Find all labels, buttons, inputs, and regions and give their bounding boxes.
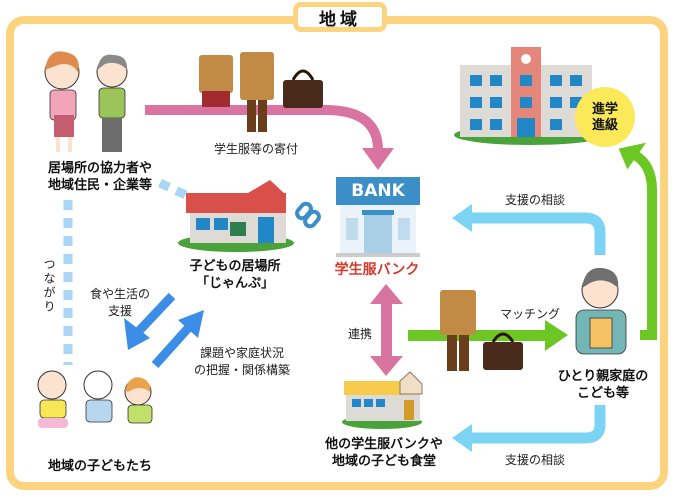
child-illustration <box>575 267 627 355</box>
connection-label: つながり <box>42 258 56 314</box>
ibasho-house-illustration <box>178 180 294 252</box>
matching-arrow <box>408 320 568 351</box>
cooperation-label: 連携 <box>347 327 372 341</box>
region-title: 地域 <box>293 2 387 32</box>
uniforms-illustration <box>199 52 323 132</box>
local-children-label: 地域の子どもたち <box>47 459 152 474</box>
consult-label-top: 支援の相談 <box>504 193 565 207</box>
cooperation-arrow <box>370 284 403 376</box>
local-children-illustration <box>37 370 153 428</box>
other-bank-house-illustration <box>342 371 423 429</box>
consult-label-bottom: 支援の相談 <box>504 453 565 467</box>
single-parent-label: ひとり親家庭の こども等 <box>557 369 649 401</box>
food-support-label: 食や生活の 支援 <box>89 287 150 318</box>
link-icon <box>295 201 321 229</box>
matching-label: マッチング <box>499 307 560 321</box>
ibasho-label: 子どもの居場所 「じゃんぷ」 <box>189 259 281 291</box>
connection-dotted-line <box>63 178 192 365</box>
consult-arrow-top <box>452 204 606 255</box>
exchange-arrows <box>124 292 204 369</box>
other-banks-label: 他の学生服バンクや 地域の子ども食堂 <box>325 437 443 469</box>
donation-label: 学生服等の寄付 <box>213 142 298 156</box>
bank-sign: BANK <box>351 181 405 201</box>
supporters-label: 居場所の協力者や 地域住民・企業等 <box>47 161 152 193</box>
bank-illustration <box>336 177 420 257</box>
progress-badge <box>575 87 635 147</box>
progress-badge-label: 進学 進級 <box>591 102 618 133</box>
matching-uniform-illustration <box>440 290 523 371</box>
bank-label: 学生服バンク <box>334 262 420 278</box>
progress-arrow <box>618 142 657 340</box>
school-illustration <box>454 47 606 145</box>
supporters-illustration <box>44 51 128 152</box>
donation-arrow <box>145 105 394 170</box>
grasp-label: 課題や家庭状況 の把握・関係構築 <box>193 346 290 377</box>
consult-arrow-bottom <box>452 405 606 452</box>
